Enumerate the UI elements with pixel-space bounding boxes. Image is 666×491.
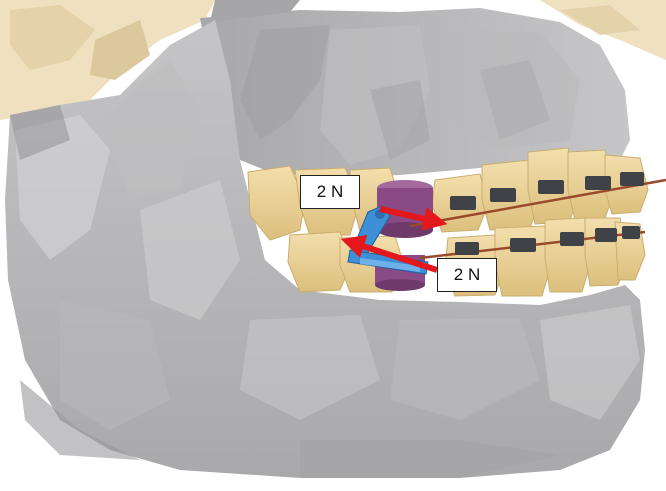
purple-spacer: [375, 180, 433, 291]
lower-force-label: 2 N: [437, 258, 497, 292]
upper-force-label: 2 N: [300, 175, 360, 209]
